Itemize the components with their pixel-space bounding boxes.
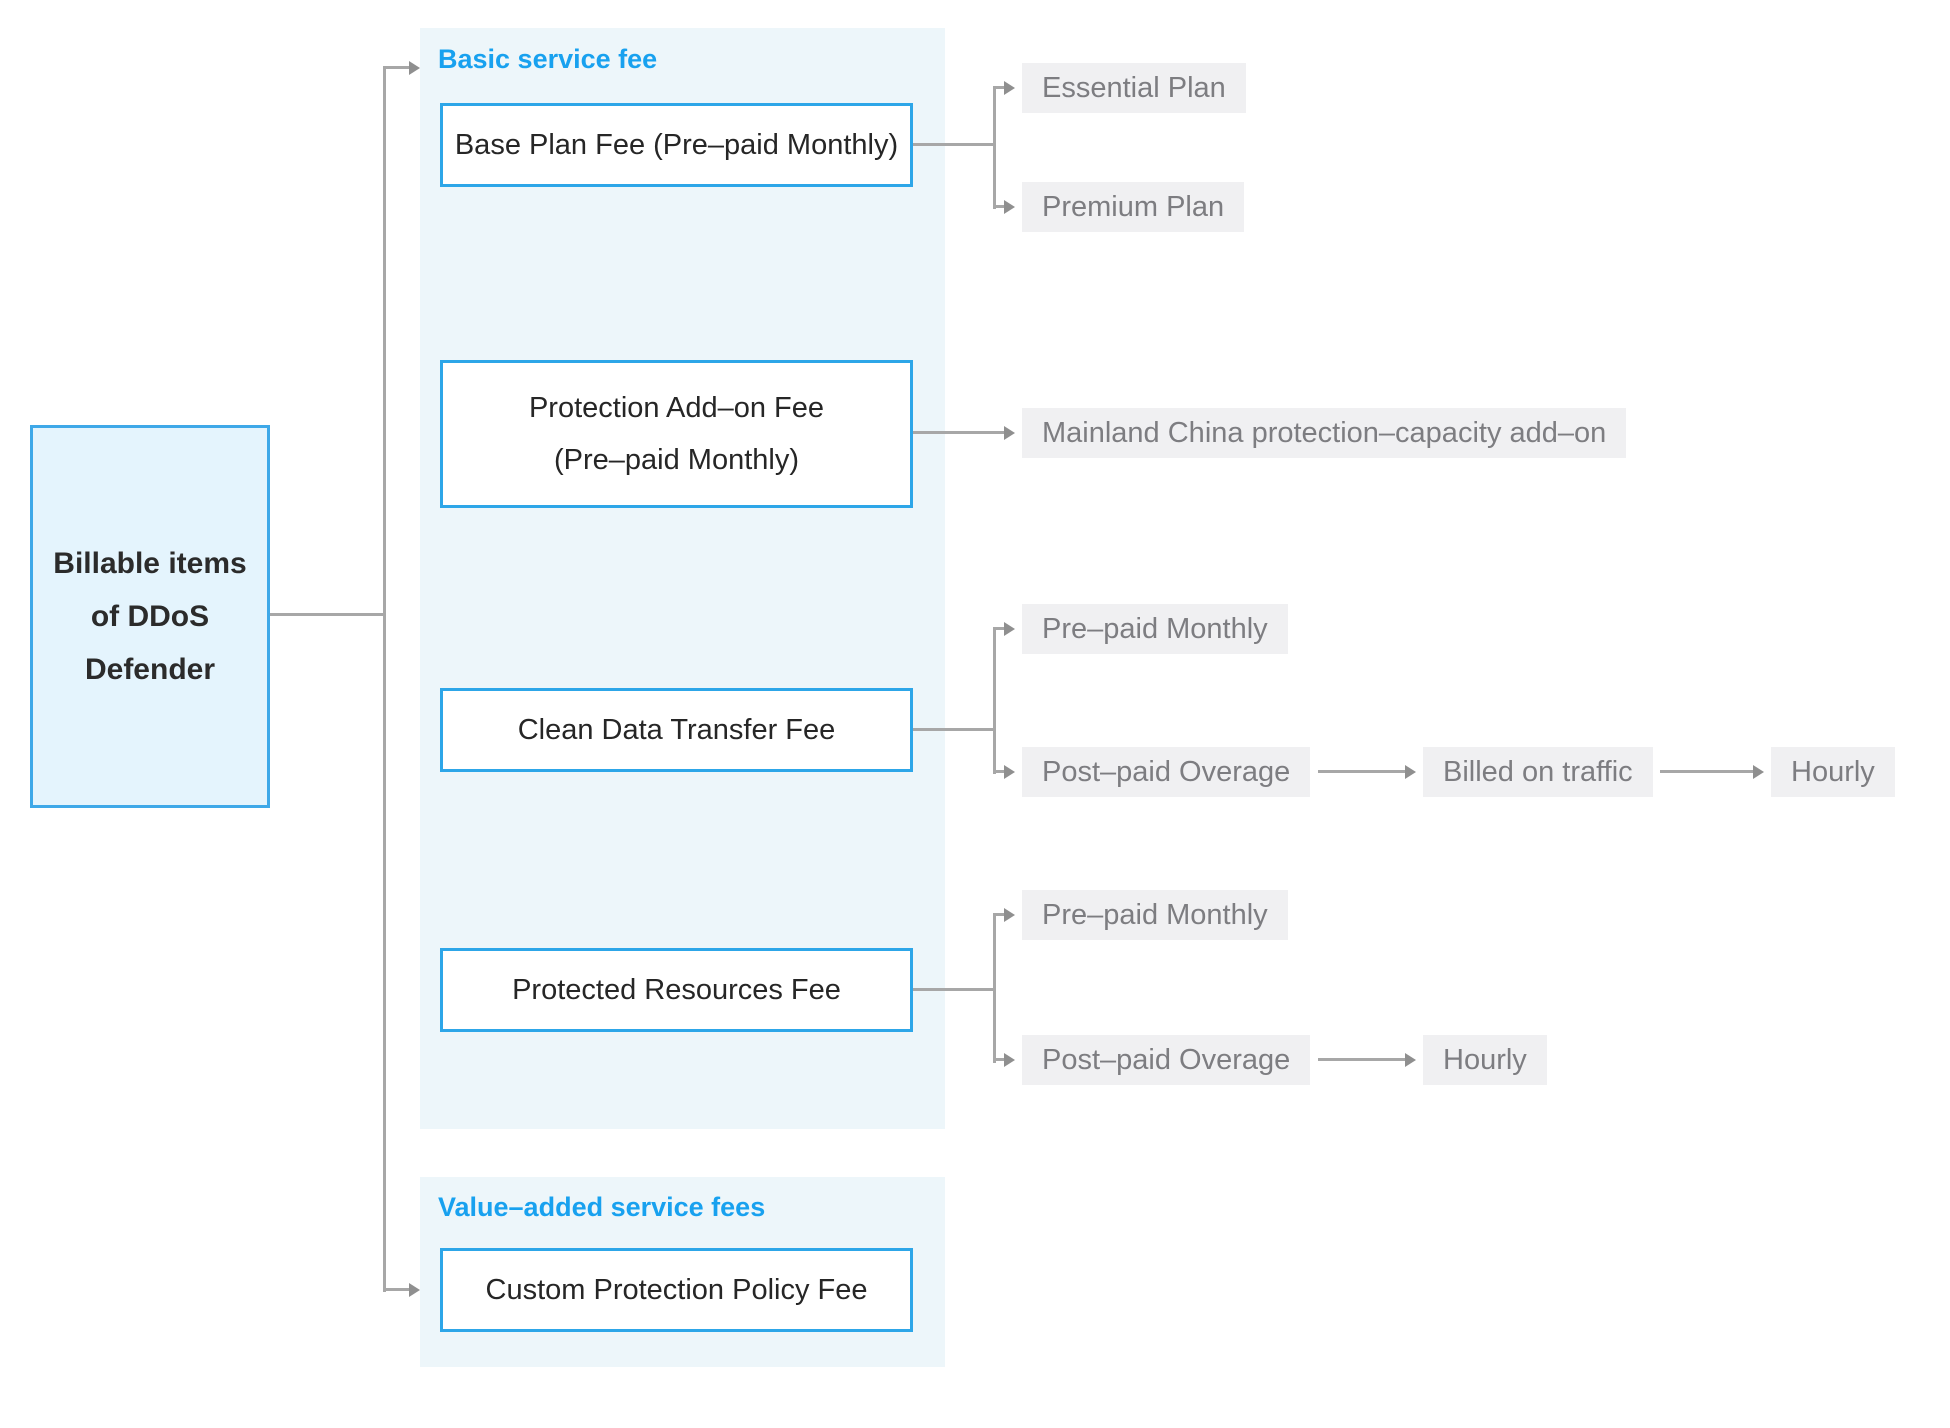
node-label: Base Plan Fee (Pre–paid Monthly) <box>454 129 899 161</box>
basic-service-fee-title: Basic service fee <box>438 44 658 74</box>
root-node-line: Billable items <box>53 547 247 580</box>
arrowhead-icon <box>1004 765 1015 779</box>
node-label: (Pre–paid Monthly) <box>554 444 799 476</box>
essential-plan-branch-line <box>993 86 1005 89</box>
leaf-essential-plan: Essential Plan <box>1022 63 1246 113</box>
billed-on-traffic-line <box>1318 770 1406 773</box>
node-protected-resources-fee: Protected Resources Fee <box>440 948 913 1032</box>
arrowhead-icon <box>409 61 420 75</box>
resources-prepaid-branch-line <box>993 913 1005 916</box>
clean-data-branch-line <box>913 728 996 731</box>
leaf-resources-hourly: Hourly <box>1423 1035 1547 1085</box>
leaf-resources-postpaid-overage: Post–paid Overage <box>1022 1035 1311 1085</box>
root-node-line: of DDoS <box>90 600 210 633</box>
clean-postpaid-branch-line <box>993 770 1005 773</box>
basic-service-fee-panel <box>420 28 945 1129</box>
protected-resources-junction-line <box>993 913 996 1063</box>
clean-data-junction-line <box>993 627 996 774</box>
trunk-line <box>383 66 386 1292</box>
leaf-resources-prepaid-monthly: Pre–paid Monthly <box>1022 890 1288 940</box>
node-label: Clean Data Transfer Fee <box>517 714 836 746</box>
arrowhead-icon <box>1004 200 1015 214</box>
arrowhead-icon <box>409 1283 420 1297</box>
value-added-fees-title: Value–added service fees <box>438 1192 766 1222</box>
node-base-plan-fee: Base Plan Fee (Pre–paid Monthly) <box>440 103 913 187</box>
protection-addon-branch-line <box>913 431 1005 434</box>
resources-postpaid-branch-line <box>993 1058 1005 1061</box>
node-label: Custom Protection Policy Fee <box>485 1274 868 1306</box>
clean-hourly-line <box>1660 770 1754 773</box>
leaf-billed-on-traffic: Billed on traffic <box>1423 747 1653 797</box>
trunk-top-branch-line <box>383 66 410 69</box>
base-plan-junction-line <box>993 86 996 209</box>
leaf-clean-hourly: Hourly <box>1771 747 1895 797</box>
clean-prepaid-branch-line <box>993 627 1005 630</box>
node-label: Protected Resources Fee <box>512 974 841 1006</box>
root-connector-line <box>270 613 384 616</box>
arrowhead-icon <box>1004 622 1015 636</box>
arrowhead-icon <box>1405 1053 1416 1067</box>
root-node-billable-items: Billable items of DDoS Defender <box>30 425 270 808</box>
arrowhead-icon <box>1004 908 1015 922</box>
leaf-clean-postpaid-overage: Post–paid Overage <box>1022 747 1311 797</box>
resources-hourly-line <box>1318 1058 1406 1061</box>
node-clean-data-transfer-fee: Clean Data Transfer Fee <box>440 688 913 772</box>
premium-plan-branch-line <box>993 205 1005 208</box>
protected-resources-branch-line <box>913 988 996 991</box>
node-label: Protection Add–on Fee <box>528 392 825 424</box>
arrowhead-icon <box>1753 765 1764 779</box>
leaf-premium-plan: Premium Plan <box>1022 182 1245 232</box>
leaf-clean-prepaid-monthly: Pre–paid Monthly <box>1022 604 1288 654</box>
leaf-mainland-china-addon: Mainland China protection–capacity add–o… <box>1022 408 1627 458</box>
trunk-bottom-branch-line <box>383 1288 410 1291</box>
node-custom-protection-policy-fee: Custom Protection Policy Fee <box>440 1248 913 1332</box>
arrowhead-icon <box>1004 81 1015 95</box>
node-protection-addon-fee: Protection Add–on Fee (Pre–paid Monthly) <box>440 360 913 508</box>
arrowhead-icon <box>1405 765 1416 779</box>
root-node-line: Defender <box>84 653 216 686</box>
arrowhead-icon <box>1004 1053 1015 1067</box>
arrowhead-icon <box>1004 426 1015 440</box>
base-plan-branch-line <box>913 143 996 146</box>
